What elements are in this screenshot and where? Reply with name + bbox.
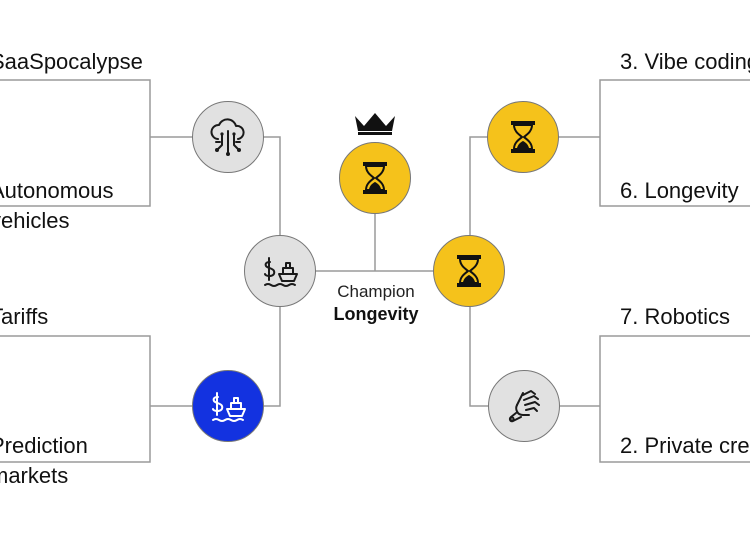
robotic-hand-icon xyxy=(508,390,540,423)
left-slot-2-label-line2: vehicles xyxy=(0,208,70,233)
bracket-line-right-top xyxy=(558,79,750,207)
bracket-line-champion xyxy=(316,206,434,272)
hourglass-icon xyxy=(511,121,535,153)
left-slot-1-label: SaaSpocalypse xyxy=(0,49,143,74)
left-slot-4-label-line2: markets xyxy=(0,463,69,488)
hourglass-icon xyxy=(457,255,481,287)
bracket-line-left-bottom xyxy=(0,335,193,463)
ship-dollar-icon xyxy=(212,392,246,422)
left-round1-bottom-node xyxy=(192,370,264,442)
left-slot-2-label-line1: Autonomous xyxy=(0,178,114,203)
right-round1-top-node xyxy=(487,101,559,173)
champion-name: Longevity xyxy=(333,304,419,324)
champion-title: Champion xyxy=(337,282,415,301)
right-slot-4-label: 2. Private credit xyxy=(620,433,750,458)
right-slot-1-label: 3. Vibe coding xyxy=(620,49,750,74)
right-slot-3-label: 7. Robotics xyxy=(620,304,731,329)
bracket-line-right-bottom xyxy=(560,335,750,463)
left-round1-top-node xyxy=(192,101,264,173)
right-semifinal-node xyxy=(433,235,505,307)
cloud-circuit-icon xyxy=(210,118,245,156)
right-round1-bottom-node xyxy=(488,370,560,442)
center-winner-node xyxy=(339,142,411,214)
hourglass-icon xyxy=(363,162,387,194)
crown-icon xyxy=(355,113,395,135)
ship-dollar-icon xyxy=(264,257,298,287)
left-semifinal-node xyxy=(244,235,316,307)
bracket-line-left-top xyxy=(0,79,193,207)
left-slot-4-label-line1: Prediction xyxy=(0,433,88,458)
right-slot-2-label: 6. Longevity xyxy=(620,178,739,203)
left-slot-3-label: Tariffs xyxy=(0,304,49,329)
